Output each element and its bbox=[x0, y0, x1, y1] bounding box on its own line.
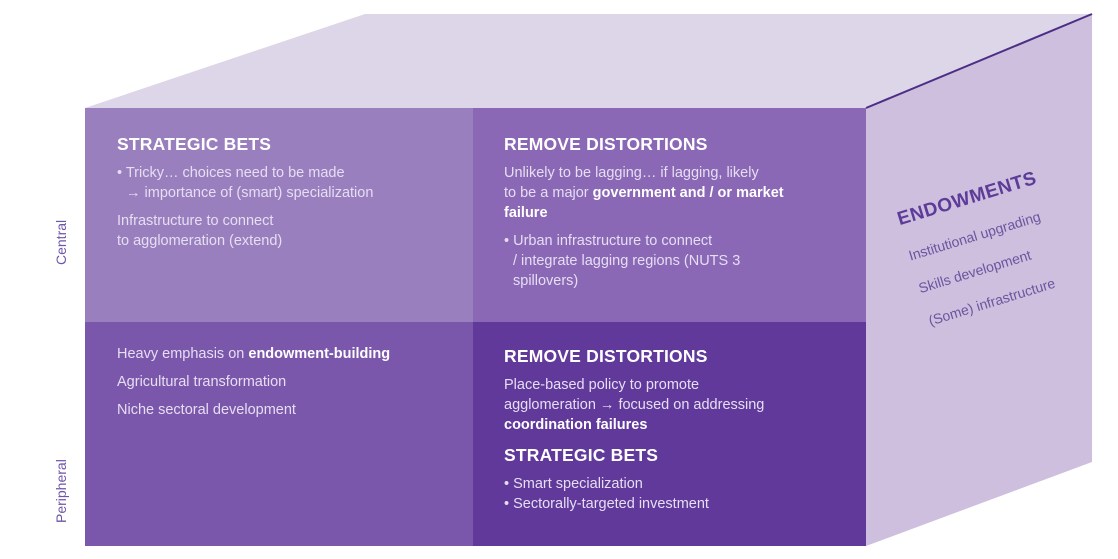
cell-text: agglomeration → focused on addressing bbox=[504, 397, 765, 414]
bullet-text: / integrate lagging regions (NUTS 3 bbox=[513, 253, 741, 270]
bullet-text: spillovers) bbox=[513, 273, 579, 290]
cell-strategic-bets-central: STRATEGIC BETS • Tricky… choices need to… bbox=[117, 132, 457, 251]
bullet-text: → importance of (smart) specialization bbox=[126, 185, 374, 202]
cell-text-bold: coordination failures bbox=[504, 417, 648, 434]
cell-bottom-right-bg bbox=[473, 322, 866, 546]
cell-text-bold: endowment-building bbox=[248, 346, 391, 362]
cell-text: Niche sectoral development bbox=[117, 402, 296, 418]
cell-endowment-building-peripheral: Heavy emphasis on endowment-building Agr… bbox=[117, 344, 457, 420]
bullet-text: • Urban infrastructure to connect bbox=[504, 233, 713, 250]
cell-text-bold: government and / or market bbox=[592, 185, 784, 202]
bullet-text: • Smart specialization bbox=[504, 476, 643, 493]
axis-label-peripheral: Peripheral bbox=[53, 459, 69, 523]
cube-side-face bbox=[866, 14, 1092, 546]
cell-text: Heavy emphasis on bbox=[117, 346, 249, 362]
cell-top-right-bg bbox=[473, 108, 866, 322]
cell-title: REMOVE DISTORTIONS bbox=[504, 346, 708, 366]
cell-text: to be a major bbox=[504, 185, 593, 202]
bullet-text: • Sectorally-targeted investment bbox=[504, 496, 709, 513]
cell-title: STRATEGIC BETS bbox=[117, 134, 272, 154]
cell-remove-distortions-central: REMOVE DISTORTIONS Unlikely to be laggin… bbox=[504, 132, 854, 291]
cell-text: Infrastructure to connect bbox=[117, 213, 274, 230]
cube-top-face bbox=[85, 14, 1092, 108]
cell-top-left-bg bbox=[85, 108, 473, 322]
cell-text: to agglomeration (extend) bbox=[117, 233, 283, 250]
cell-text: Place-based policy to promote bbox=[504, 377, 700, 394]
cell-text: Agricultural transformation bbox=[117, 374, 287, 390]
cube-top-edge bbox=[865, 13, 1093, 109]
cell-text-bold: failure bbox=[504, 205, 548, 222]
axis-label-central: Central bbox=[53, 219, 69, 265]
bullet-text: • Tricky… choices need to be made bbox=[117, 165, 345, 182]
cell-bottom-left-bg bbox=[85, 322, 473, 546]
cell-title: REMOVE DISTORTIONS bbox=[504, 134, 708, 154]
cell-remove-distortions-peripheral: REMOVE DISTORTIONS Place-based policy to… bbox=[504, 344, 854, 514]
cell-title: STRATEGIC BETS bbox=[504, 445, 659, 466]
cell-text: Unlikely to be lagging… if lagging, like… bbox=[504, 165, 759, 182]
